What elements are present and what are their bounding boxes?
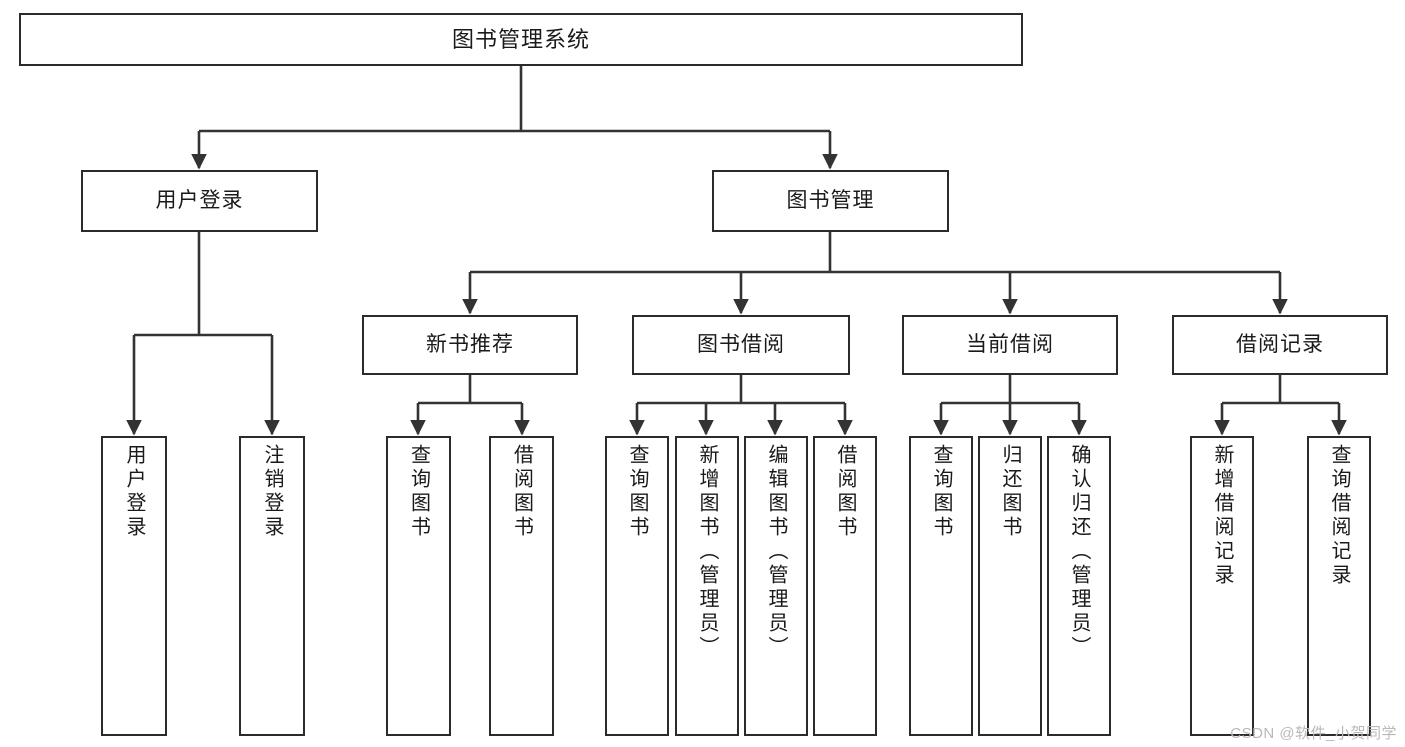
node-leaf-user-logout[interactable]: 注销登录 <box>239 436 305 736</box>
node-book-manage[interactable]: 图书管理 <box>712 170 949 232</box>
node-leaf-bookborrow-add-book-admin[interactable]: 新增图书（管理员） <box>675 436 739 736</box>
node-leaf-newbook-query-book[interactable]: 查询图书 <box>386 436 451 736</box>
node-label: 归还图书 <box>999 444 1021 540</box>
node-label: 新增借阅记录 <box>1211 444 1233 588</box>
node-user-login[interactable]: 用户登录 <box>81 170 318 232</box>
node-leaf-borrowrecord-add-record[interactable]: 新增借阅记录 <box>1190 436 1254 736</box>
node-leaf-user-login[interactable]: 用户登录 <box>101 436 167 736</box>
node-leaf-bookborrow-borrow-book[interactable]: 借阅图书 <box>813 436 877 736</box>
node-label: 新书推荐 <box>426 332 514 356</box>
node-label: 借阅图书 <box>510 444 533 540</box>
node-label: 图书管理 <box>786 188 875 212</box>
node-leaf-newbook-borrow-book[interactable]: 借阅图书 <box>489 436 554 736</box>
node-book-borrow[interactable]: 图书借阅 <box>632 315 850 375</box>
node-label: 查询图书 <box>407 444 430 540</box>
node-leaf-currentborrow-return-book[interactable]: 归还图书 <box>978 436 1042 736</box>
node-label: 查询借阅记录 <box>1328 444 1350 588</box>
node-leaf-bookborrow-query-book[interactable]: 查询图书 <box>605 436 669 736</box>
node-current-borrow[interactable]: 当前借阅 <box>902 315 1118 375</box>
node-label: 新增图书（管理员） <box>696 444 718 660</box>
node-label: 确认归还（管理员） <box>1068 444 1090 660</box>
node-label: 用户登录 <box>155 188 244 212</box>
node-leaf-bookborrow-edit-book-admin[interactable]: 编辑图书（管理员） <box>744 436 808 736</box>
node-leaf-currentborrow-confirm-return-admin[interactable]: 确认归还（管理员） <box>1047 436 1111 736</box>
node-borrow-record[interactable]: 借阅记录 <box>1172 315 1388 375</box>
node-label: 当前借阅 <box>966 332 1054 356</box>
node-new-book-recommend[interactable]: 新书推荐 <box>362 315 578 375</box>
node-label: 图书管理系统 <box>451 26 590 52</box>
node-leaf-currentborrow-query-book[interactable]: 查询图书 <box>909 436 973 736</box>
csdn-watermark: CSDN @软件_小贺同学 <box>1230 725 1397 742</box>
node-leaf-borrowrecord-query-record[interactable]: 查询借阅记录 <box>1307 436 1371 736</box>
node-label: 用户登录 <box>123 444 145 540</box>
node-label: 查询图书 <box>626 444 648 540</box>
node-label: 图书借阅 <box>697 332 785 356</box>
node-root-system[interactable]: 图书管理系统 <box>19 13 1023 66</box>
node-label: 借阅记录 <box>1236 332 1324 356</box>
node-label: 注销登录 <box>261 444 283 540</box>
node-label: 查询图书 <box>930 444 952 540</box>
node-label: 编辑图书（管理员） <box>765 444 787 660</box>
node-label: 借阅图书 <box>834 444 856 540</box>
